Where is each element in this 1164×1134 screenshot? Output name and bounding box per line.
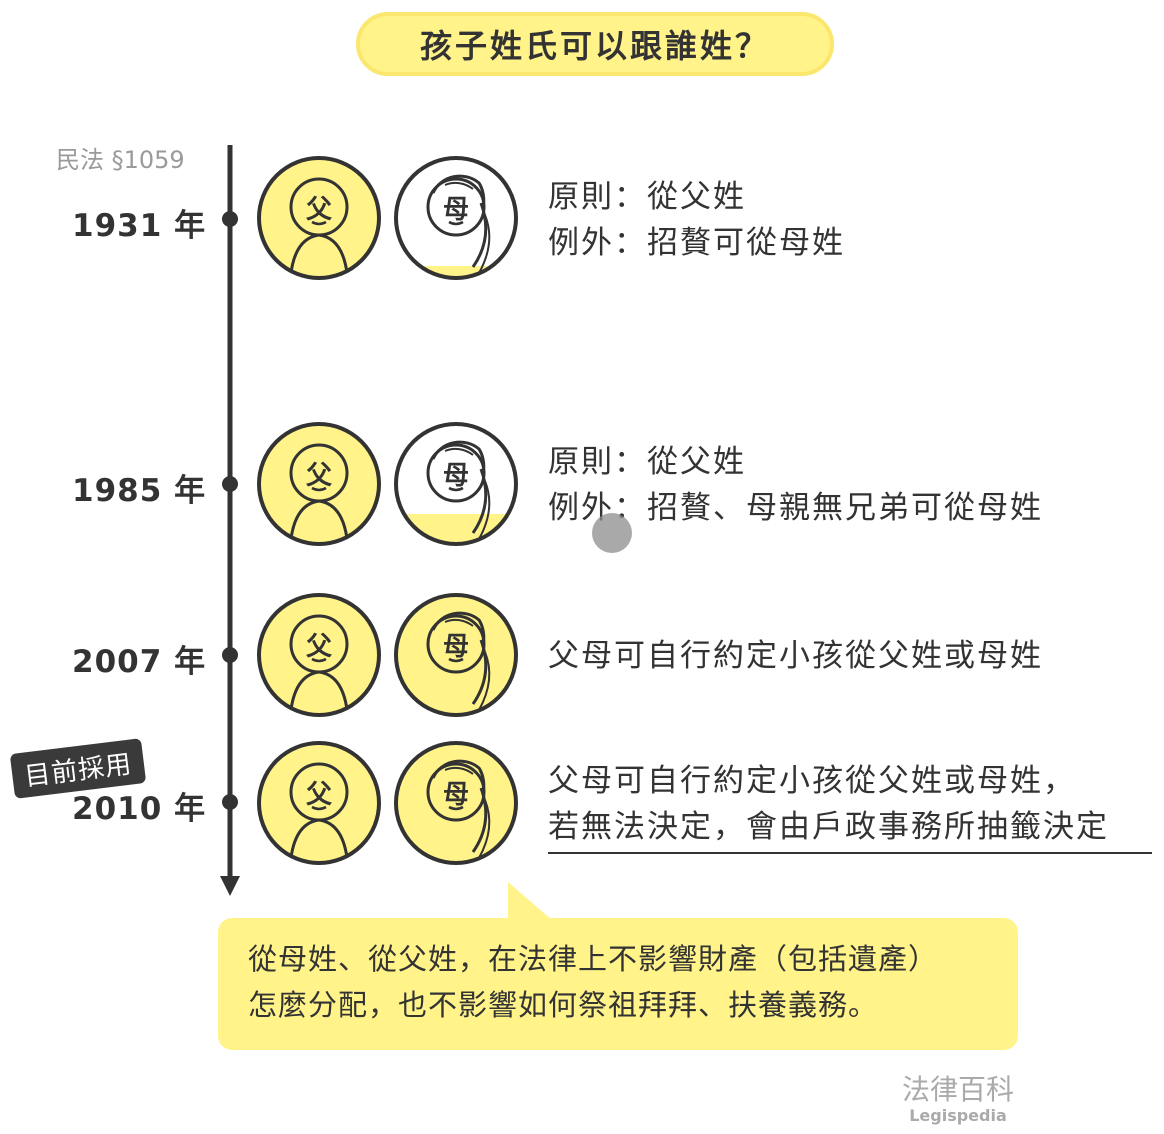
rule-2007: 父母可自行約定小孩從父姓或母姓 (548, 638, 1043, 674)
brand-sub: Legispedia (909, 1106, 1007, 1125)
father-char: 父 (306, 195, 333, 225)
rule-1985-exception: 例外：招贅、母親無兄弟可從母姓 (548, 490, 1043, 526)
timeline-dot-1931 (222, 211, 238, 227)
year-label-1931: 1931 年 (72, 208, 207, 244)
mother-char: 母 (443, 195, 469, 225)
mother-avatar-icon: 母 (394, 156, 518, 280)
year-label-2010: 2010 年 (72, 791, 207, 827)
page-title: 孩子姓氏可以跟誰姓？ (356, 12, 834, 76)
father-avatar-icon: 父 (257, 593, 381, 717)
mother-char: 母 (443, 461, 469, 491)
law-reference: 民法 §1059 (56, 146, 185, 174)
mother-avatar-icon: 母 (394, 422, 518, 546)
father-char: 父 (306, 461, 333, 491)
note-bubble: 從母姓、從父姓，在法律上不影響財產（包括遺產） 怎麼分配，也不影響如何祭祖拜拜、… (218, 918, 1018, 1050)
father-avatar-icon: 父 (257, 422, 381, 546)
rule-1931-exception: 例外：招贅可從母姓 (548, 225, 845, 261)
father-avatar-icon: 父 (257, 156, 381, 280)
year-label-1985: 1985 年 (72, 473, 207, 509)
mother-avatar-icon: 母 (394, 593, 518, 717)
timeline-dot-2007 (222, 647, 238, 663)
timeline-dot-2010 (222, 794, 238, 810)
bubble-tail (508, 882, 552, 920)
mother-char: 母 (443, 632, 469, 662)
note-line-1: 從母姓、從父姓，在法律上不影響財產（包括遺產） (248, 942, 939, 976)
rule-1931-principle: 原則：從父姓 (548, 179, 746, 215)
brand-logo: 法律百科 (901, 1073, 1014, 1106)
father-char: 父 (306, 632, 333, 662)
rule-2010-line2: 若無法決定，會由戶政事務所抽籤決定 (548, 804, 1152, 854)
mother-char: 母 (443, 780, 469, 810)
note-line-2: 怎麼分配，也不影響如何祭祖拜拜、扶養義務。 (248, 988, 879, 1022)
year-label-2007: 2007 年 (72, 644, 207, 680)
timeline-dot-1985 (222, 476, 238, 492)
rule-1985-principle: 原則：從父姓 (548, 444, 746, 480)
mother-avatar-icon: 母 (394, 741, 518, 865)
father-avatar-icon: 父 (257, 741, 381, 865)
cursor-indicator (592, 513, 632, 553)
rule-2010-line1: 父母可自行約定小孩從父姓或母姓， (548, 763, 1076, 799)
father-char: 父 (306, 780, 333, 810)
